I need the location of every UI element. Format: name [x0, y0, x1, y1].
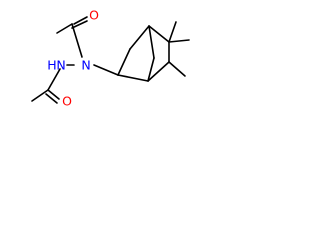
bond-ring-3 — [148, 25, 170, 43]
chemical-structure: O N H N O — [31, 8, 190, 109]
bond-carbonyl-methyl-lower — [31, 89, 49, 102]
bond-methyl-3 — [168, 61, 186, 77]
bond-bridge-1 — [148, 25, 155, 59]
oxygen-atom-bottom: O — [62, 94, 72, 109]
bond-double-co-upper-b — [71, 20, 88, 29]
bond-methyl-carbonyl-upper — [56, 23, 73, 34]
nitrogen-atom-lower: N — [56, 58, 65, 73]
bond-bridge-2 — [147, 57, 155, 82]
bond-methyl-gem-1 — [168, 21, 177, 43]
bond-methyl-gem-2 — [168, 39, 190, 43]
bond-ring-5 — [147, 61, 170, 82]
bond-n-carbonyl-lower — [47, 68, 61, 91]
bond-double-co-lower-a — [47, 89, 60, 100]
bond-ring-1 — [117, 48, 131, 76]
hydrogen-atom-nh: H — [47, 58, 56, 73]
bond-ring-2 — [129, 25, 150, 50]
oxygen-atom-top: O — [89, 8, 99, 23]
bond-double-co-lower-b — [45, 93, 58, 104]
bond-ring-6 — [117, 74, 149, 82]
bond-double-co-upper-a — [73, 16, 88, 25]
bond-carbonyl-n-upper — [71, 23, 83, 58]
bond-n-ring — [93, 64, 119, 76]
nitrogen-atom-upper: N — [81, 58, 90, 73]
